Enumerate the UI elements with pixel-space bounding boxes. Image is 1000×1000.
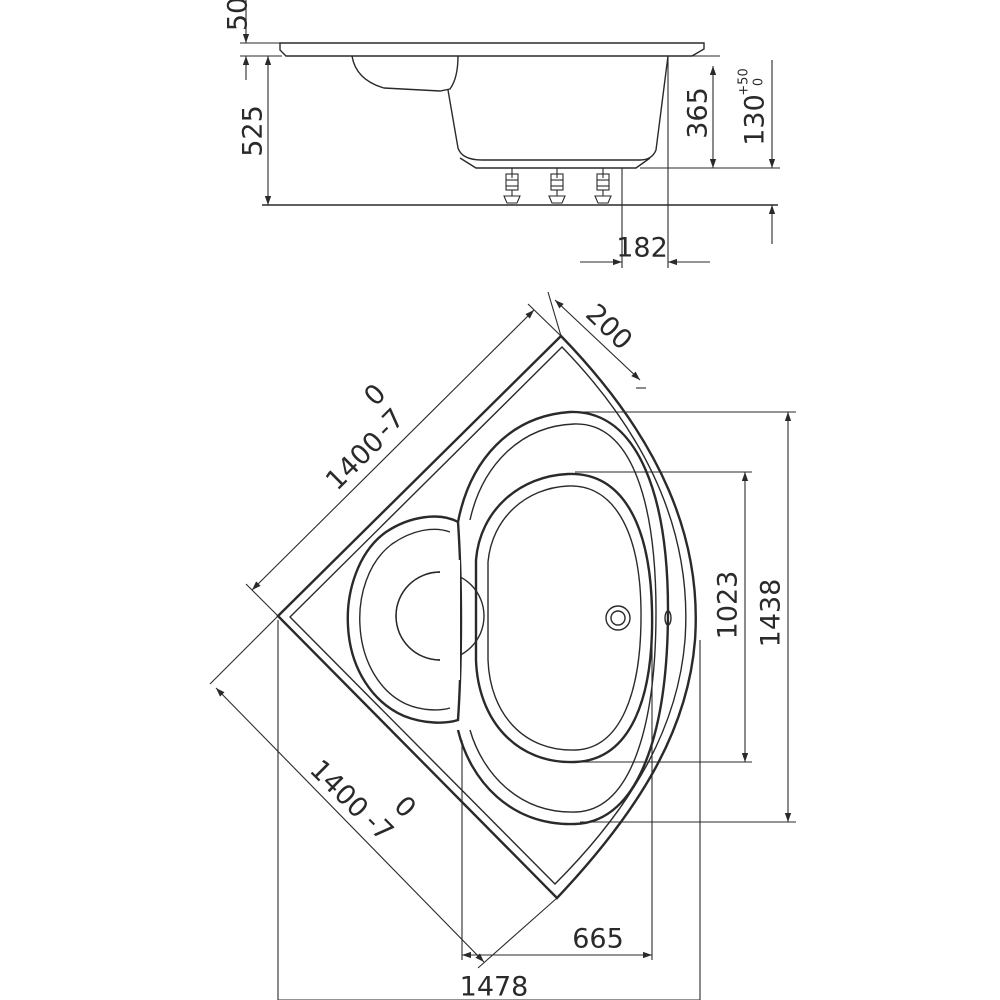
- side-tub-base: [459, 157, 651, 169]
- dim-drain-offset: 665: [572, 924, 624, 955]
- side-rim: [279, 42, 705, 57]
- dim-total-height: 525: [238, 105, 269, 157]
- foot-2: [548, 168, 566, 204]
- top-outer-contour: [276, 334, 697, 900]
- side-feet: [503, 168, 612, 204]
- dim-line-side-a: [251, 309, 535, 591]
- dim-feet: 130: [740, 94, 771, 146]
- overflow: [664, 610, 672, 626]
- dim-rim-width: 200: [579, 298, 638, 356]
- dim-line-side-b: [215, 687, 485, 963]
- foot-3: [594, 168, 612, 204]
- drain-outer: [605, 605, 631, 631]
- dim-depth: 365: [683, 87, 714, 139]
- top-inner-rim: [289, 346, 687, 885]
- dim-outer-length: 1438: [756, 579, 787, 648]
- dim-rim: 50: [223, 0, 254, 31]
- side-seat: [351, 55, 459, 92]
- drain-inner: [610, 610, 626, 626]
- dim-inner-length: 1023: [713, 571, 744, 640]
- top-inner-basin: [474, 472, 654, 764]
- dim-feet-tol-lower: 0: [752, 78, 767, 86]
- foot-1: [503, 168, 521, 204]
- dim-overall-width: 1478: [460, 972, 529, 1000]
- side-view: 50 525 365 130 +50 0 182: [223, 0, 780, 268]
- top-view: 200 1400 0 -7 1400 0 -7 1023 1438 665 14…: [209, 291, 796, 1000]
- dim-line-rim-width: [554, 299, 641, 381]
- dim-side-a: 1400: [320, 426, 391, 497]
- dim-overhang: 182: [616, 233, 668, 264]
- dim-feet-tol-upper: +50: [737, 68, 752, 95]
- side-tub-body: [447, 55, 669, 161]
